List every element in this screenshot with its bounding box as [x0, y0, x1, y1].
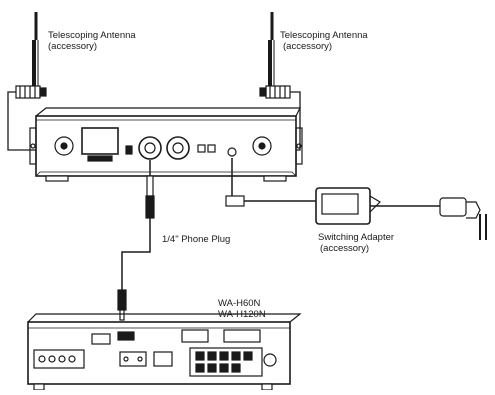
- switching-adapter: [225, 158, 487, 240]
- left-antenna-label-title: Telescoping Antenna: [48, 30, 136, 41]
- switching-adapter-label-title: Switching Adapter: [318, 232, 395, 243]
- phone-plug-cable: [117, 160, 155, 321]
- amplifier-model-label-2: WA-H120N: [218, 309, 266, 320]
- phone-plug-label: 1/4" Phone Plug: [162, 234, 231, 245]
- amplifier-unit: [27, 313, 302, 391]
- switching-adapter-label-sub: (accessory): [320, 243, 370, 254]
- right-antenna: [259, 12, 291, 99]
- left-antenna-label-sub: (accessory): [48, 41, 98, 52]
- left-antenna-cable: [7, 91, 36, 151]
- right-antenna-label-sub: (accessory): [283, 41, 333, 52]
- amplifier-model-label-1: WA-H60N: [218, 298, 261, 309]
- right-antenna-cable: [290, 91, 301, 151]
- right-antenna-label-title: Telescoping Antenna: [280, 30, 368, 41]
- left-antenna: [15, 12, 47, 99]
- receiver-unit: [29, 107, 303, 182]
